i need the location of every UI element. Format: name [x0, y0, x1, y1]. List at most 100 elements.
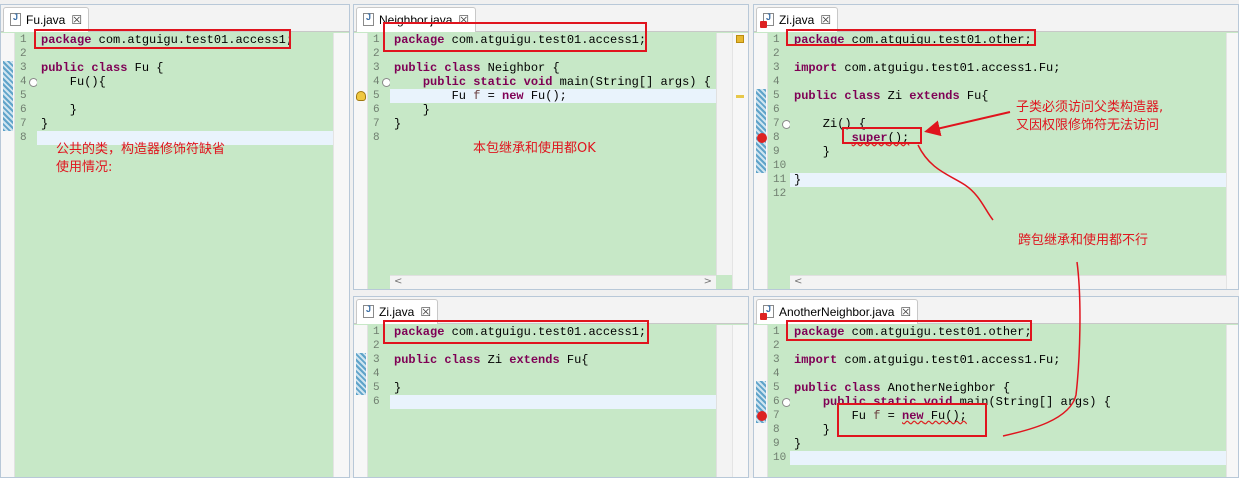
code-line: public class AnotherNeighbor { [794, 381, 1011, 395]
line-number[interactable]: 7 [768, 117, 791, 131]
line-numbers: 1 2 3 4 5 6 7 8 9 10 [768, 325, 791, 477]
horizontal-scrollbar[interactable]: <> [390, 275, 716, 289]
change-marker [756, 89, 766, 173]
line-number: 10 [773, 160, 787, 172]
code-line: package com.atguigu.test01.other; [794, 33, 1032, 47]
line-number: 7 [773, 410, 780, 422]
code-line [790, 47, 1226, 61]
overview-ruler[interactable] [732, 325, 748, 477]
code-line: package com.atguigu.test01.access1; [41, 33, 294, 47]
code-line [390, 47, 716, 61]
close-icon[interactable]: ☒ [458, 13, 470, 27]
line-number: 5 [773, 90, 780, 102]
overview-ruler[interactable] [1226, 325, 1238, 477]
tab-zi-java-access1[interactable]: Zi.java☒ [356, 299, 439, 324]
code-area[interactable]: package com.atguigu.test01.access1; publ… [37, 33, 349, 477]
code-line [790, 367, 1226, 381]
code-line: import com.atguigu.test01.access1.Fu; [794, 353, 1061, 367]
close-icon[interactable]: ☒ [820, 13, 832, 27]
line-number: 2 [20, 48, 27, 60]
line-number: 4 [773, 76, 780, 88]
current-line [790, 451, 1226, 465]
line-number: 9 [773, 438, 780, 450]
code-line: public class Fu { [41, 61, 164, 75]
line-numbers: 1 2 3 4 5 6 7 8 [368, 33, 391, 289]
change-marker [3, 61, 13, 131]
overview-ruler[interactable] [732, 33, 748, 289]
line-number[interactable]: 6 [768, 395, 791, 409]
tab-fu-java[interactable]: Fu.java ☒ [3, 7, 90, 32]
line-number: 2 [373, 340, 380, 352]
code-line: } [41, 103, 78, 117]
scroll-right-icon[interactable]: > [703, 276, 712, 287]
code-area[interactable]: package com.atguigu.test01.access1; publ… [390, 325, 716, 477]
line-number: 4 [373, 368, 380, 380]
close-icon[interactable]: ☒ [900, 305, 912, 319]
tab-another-neighbor-java[interactable]: AnotherNeighbor.java ☒ [756, 299, 919, 324]
tab-label: Fu.java [26, 13, 66, 27]
code-area[interactable]: package com.atguigu.test01.other; import… [790, 325, 1226, 477]
code-line [790, 339, 1226, 353]
vertical-scrollbar[interactable] [716, 325, 732, 477]
code-line: super(); [851, 131, 910, 145]
current-line [37, 131, 349, 145]
current-line: Fu f = new Fu(); [390, 89, 716, 103]
code-area[interactable]: package com.atguigu.test01.access1; publ… [390, 33, 716, 275]
warning-marker-icon[interactable] [736, 35, 744, 43]
warning-line-marker[interactable] [736, 95, 744, 98]
tabbar: Neighbor.java☒ [354, 5, 748, 32]
line-numbers: 1 2 3 4 5 6 7 8 [15, 33, 38, 477]
line-number[interactable]: 4 [15, 75, 38, 89]
scroll-left-icon[interactable]: < [394, 276, 403, 287]
line-number: 1 [373, 326, 380, 338]
tabbar: AnotherNeighbor.java ☒ [754, 297, 1238, 324]
scroll-left-icon[interactable]: < [794, 276, 803, 287]
warning-lightbulb-icon[interactable] [356, 91, 366, 101]
line-number: 2 [773, 48, 780, 60]
editor-pane-neighbor: Neighbor.java☒ 1 2 3 4 5 6 7 8 package c… [353, 4, 749, 290]
code-line [390, 339, 716, 353]
code-line [37, 89, 315, 103]
overview-ruler[interactable] [1226, 33, 1238, 289]
tab-neighbor-java[interactable]: Neighbor.java☒ [356, 7, 477, 32]
tab-label: Zi.java [779, 13, 815, 27]
editor-pane-fu: Fu.java ☒ 1 2 3 4 5 6 7 8 package com.atg… [0, 4, 350, 478]
line-numbers: 1 2 3 4 5 6 7 8 9 10 11 12 [768, 33, 791, 289]
change-marker [756, 381, 766, 423]
code-line [390, 367, 716, 381]
close-icon[interactable]: ☒ [71, 13, 83, 27]
line-number[interactable]: 4 [368, 75, 391, 89]
line-number: 1 [20, 34, 27, 46]
line-number: 5 [20, 90, 27, 102]
code-line: package com.atguigu.test01.access1; [394, 325, 647, 339]
error-icon[interactable] [757, 133, 767, 143]
current-line: } [790, 173, 1226, 187]
java-file-icon [363, 304, 374, 318]
close-icon[interactable]: ☒ [420, 305, 432, 319]
code-line: public class Neighbor { [394, 61, 560, 75]
java-file-icon [10, 12, 21, 26]
code-line: } [394, 117, 402, 131]
line-number: 8 [773, 132, 780, 144]
vertical-scrollbar[interactable] [716, 33, 732, 275]
code-line: } [794, 437, 802, 451]
line-number: 5 [373, 90, 380, 102]
line-number: 6 [373, 104, 380, 116]
line-number: 1 [773, 326, 780, 338]
code-line [790, 75, 1226, 89]
keyword-package: package [41, 33, 92, 47]
tab-zi-java-other[interactable]: Zi.java ☒ [756, 7, 839, 32]
line-number: 7 [20, 118, 27, 130]
line-number: 3 [20, 62, 27, 74]
line-number: 5 [373, 382, 380, 394]
tabbar: Zi.java ☒ [754, 5, 1238, 32]
horizontal-scrollbar[interactable]: < [790, 275, 1226, 289]
overview-ruler[interactable] [333, 33, 349, 477]
code-line: Fu(){ [41, 75, 106, 89]
line-number: 8 [773, 424, 780, 436]
tab-label: AnotherNeighbor.java [779, 305, 895, 319]
editor-pane-another-neighbor: AnotherNeighbor.java ☒ 1 2 3 4 5 6 7 8 9 … [753, 296, 1239, 478]
line-number: 2 [373, 48, 380, 60]
code-area[interactable]: package com.atguigu.test01.other; import… [790, 33, 1226, 275]
error-icon[interactable] [757, 411, 767, 421]
